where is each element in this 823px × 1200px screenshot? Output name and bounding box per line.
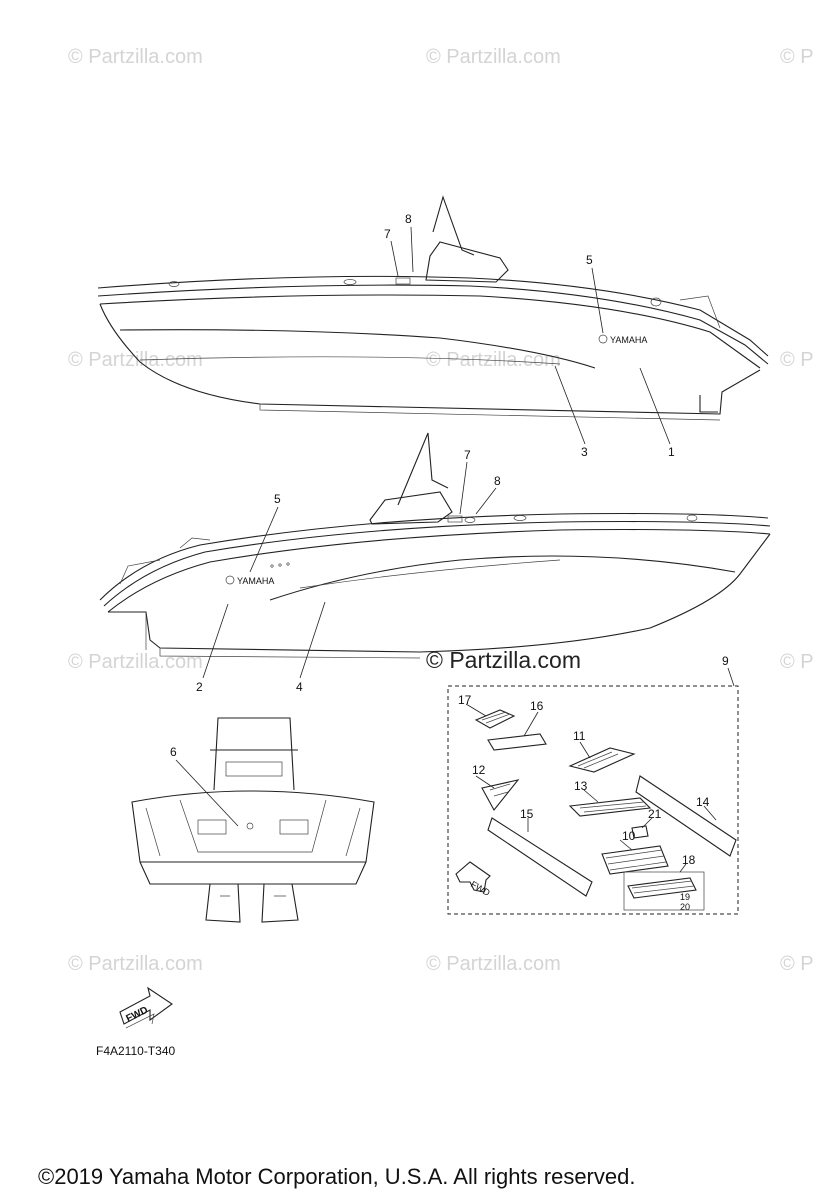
- watermark: © Partzilla.com: [68, 46, 203, 68]
- callout-15: 15: [520, 807, 534, 821]
- watermark: © Partzilla.com: [426, 953, 561, 975]
- callout-14: 14: [696, 795, 710, 809]
- watermark: © P: [780, 953, 814, 975]
- watermark: © Partzilla.com: [68, 349, 203, 371]
- fwd-label: FWD: [469, 879, 492, 898]
- brand-logo: YAMAHA: [237, 576, 274, 586]
- brand-logo: YAMAHA: [610, 335, 647, 345]
- callout-20: 20: [680, 902, 690, 912]
- diagram-code: F4A2110-T340: [96, 1044, 176, 1058]
- callout-1: 1: [668, 445, 675, 459]
- callout-13: 13: [574, 779, 588, 793]
- watermark: © P: [780, 349, 814, 371]
- callout-7: 7: [384, 227, 391, 241]
- watermark: © Partzilla.com: [426, 46, 561, 68]
- callout-16: 16: [530, 699, 544, 713]
- watermark: © Partzilla.com: [68, 953, 203, 975]
- callout-9: 9: [722, 654, 729, 668]
- callout-8: 8: [494, 474, 501, 488]
- watermark: © Partzilla.com: [68, 651, 203, 673]
- copyright-text: ©2019 Yamaha Motor Corporation, U.S.A. A…: [38, 1164, 636, 1189]
- watermark: © P: [780, 46, 814, 68]
- callout-4: 4: [296, 680, 303, 694]
- callout-7: 7: [464, 448, 471, 462]
- callout-11: 11: [573, 729, 586, 743]
- fwd-arrow: FWD: [119, 986, 173, 1029]
- callout-18: 18: [682, 853, 696, 867]
- boat-side-view-lower: YAMAHA: [99, 432, 771, 679]
- callout-6: 6: [170, 745, 177, 759]
- callout-21: 21: [648, 807, 662, 821]
- watermark: © P: [780, 651, 814, 673]
- callout-2: 2: [196, 680, 203, 694]
- callout-17: 17: [458, 693, 472, 707]
- callout-12: 12: [472, 763, 486, 777]
- callout-19: 19: [680, 892, 690, 902]
- callout-10: 10: [622, 829, 636, 843]
- boat-stern-view: [131, 717, 375, 923]
- callout-5: 5: [274, 492, 281, 506]
- watermark-main: © Partzilla.com: [426, 647, 581, 673]
- callout-3: 3: [581, 445, 588, 459]
- mat-kit-box: FWD: [447, 667, 739, 915]
- boat-side-view-upper: YAMAHA: [97, 195, 769, 445]
- callout-5: 5: [586, 253, 593, 267]
- callout-8: 8: [405, 212, 412, 226]
